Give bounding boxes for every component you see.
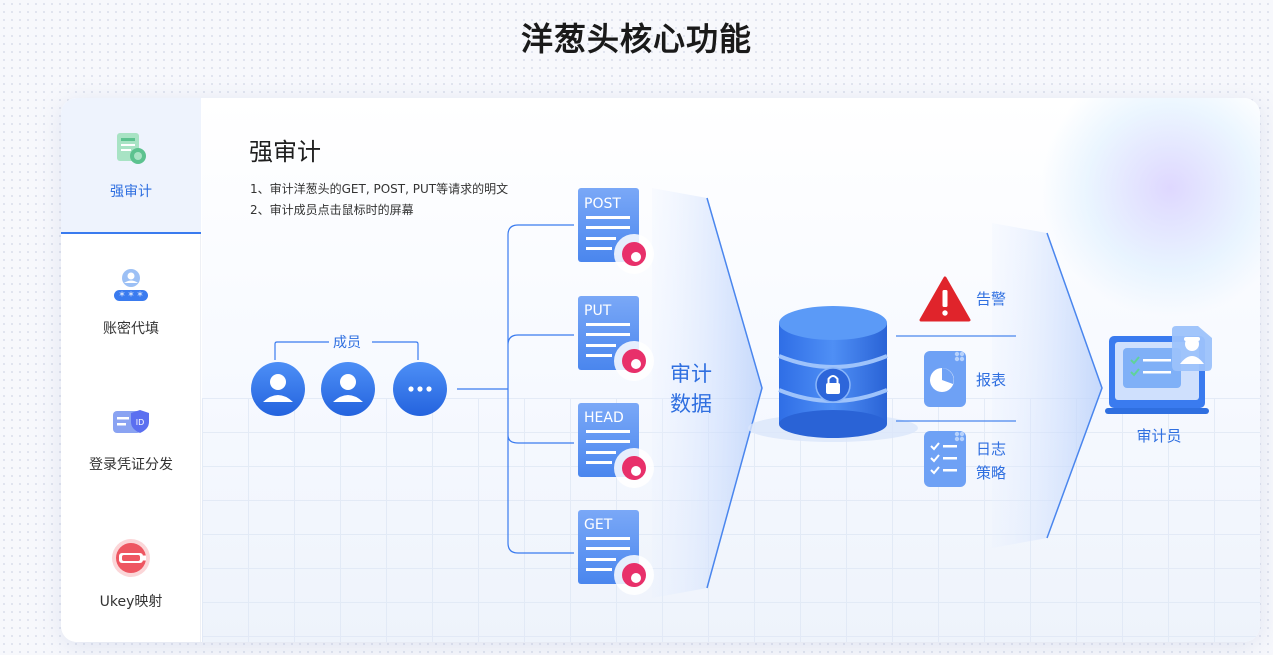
request-doc-get: GET (578, 510, 654, 595)
lock-icon (826, 383, 840, 394)
feature-card: 强审计 * * * 账密代填 ID 登录凭证分发 (61, 98, 1260, 642)
sidebar-item-credential-dispatch[interactable]: ID 登录凭证分发 (61, 370, 201, 506)
log-label-line1: 日志 (976, 440, 1006, 458)
alert-icon (919, 276, 971, 322)
sidebar-item-password-fill[interactable]: * * * 账密代填 (61, 234, 201, 370)
sidebar-item-label: 登录凭证分发 (89, 457, 173, 473)
id-card-icon: ID (113, 410, 149, 433)
sidebar: 强审计 * * * 账密代填 ID 登录凭证分发 (61, 98, 201, 642)
document-audit-icon (117, 133, 146, 164)
sidebar-item-label: Ukey映射 (99, 594, 163, 610)
request-doc-post: POST (578, 188, 654, 274)
auditor-label: 审计员 (1136, 427, 1181, 445)
report-icon (924, 351, 966, 407)
audit-data-label-2: 数据 (670, 392, 712, 416)
request-doc-head: HEAD (578, 403, 654, 488)
flow-chevron-left (652, 188, 762, 598)
database-icon (748, 306, 918, 442)
ukey-icon (112, 539, 150, 577)
svg-text:ID: ID (136, 418, 145, 427)
section-title: 强审计 (249, 138, 321, 166)
sidebar-item-ukey-mapping[interactable]: Ukey映射 (61, 506, 201, 642)
log-label-line2: 策略 (976, 464, 1006, 482)
svg-text:PUT: PUT (584, 303, 612, 319)
svg-text:POST: POST (584, 196, 621, 212)
sidebar-item-label: 账密代填 (103, 321, 159, 337)
members-label: 成员 (333, 335, 361, 351)
alert-label: 告警 (976, 290, 1006, 308)
sidebar-item-strong-audit[interactable]: 强审计 (61, 98, 201, 234)
audit-flow-diagram: 成员 POS (251, 188, 1212, 598)
sidebar-item-label: 强审计 (110, 184, 152, 200)
description-line: 1、审计洋葱头的GET, POST, PUT等请求的明文 (250, 182, 509, 196)
report-label: 报表 (976, 371, 1006, 389)
log-policy-icon (924, 431, 966, 487)
main-panel: 强审计 1、审计洋葱头的GET, POST, PUT等请求的明文 2、审计成员点… (202, 98, 1260, 642)
svg-text:* * *: * * * (119, 290, 143, 303)
page-title: 洋葱头核心功能 (520, 20, 752, 58)
description-line: 2、审计成员点击鼠标时的屏幕 (250, 203, 414, 217)
request-doc-put: PUT (578, 296, 654, 381)
more-members-icon[interactable] (393, 362, 447, 416)
user-password-icon: * * * (114, 269, 148, 303)
svg-text:HEAD: HEAD (584, 410, 624, 426)
svg-text:GET: GET (584, 517, 613, 533)
auditor-avatar-icon (1172, 326, 1212, 371)
flow-chevron-right (992, 223, 1102, 548)
member-avatar-2 (321, 362, 375, 416)
member-avatar-1 (251, 362, 305, 416)
audit-data-label-1: 审计 (670, 362, 712, 386)
